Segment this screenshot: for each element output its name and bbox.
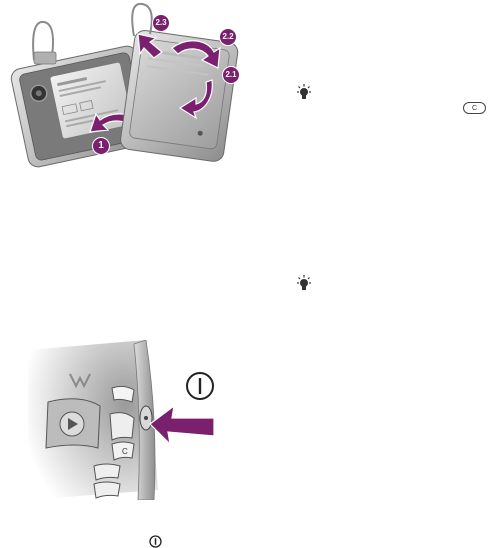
power-icon (149, 535, 162, 548)
step-badge-1: 1 (92, 137, 110, 155)
battery-insert-illustration: 1 2.1 2.2 2.3 (0, 0, 262, 182)
clear-key-icon: C (463, 102, 486, 114)
power-key-illustration: C (28, 340, 224, 500)
step-badge-2-3: 2.3 (152, 14, 170, 32)
svg-text:C: C (122, 447, 128, 456)
step-badge-2-2: 2.2 (219, 28, 237, 46)
step-badge-2-1: 2.1 (222, 66, 240, 84)
lightbulb-icon (296, 84, 312, 102)
lightbulb-icon (296, 275, 312, 293)
